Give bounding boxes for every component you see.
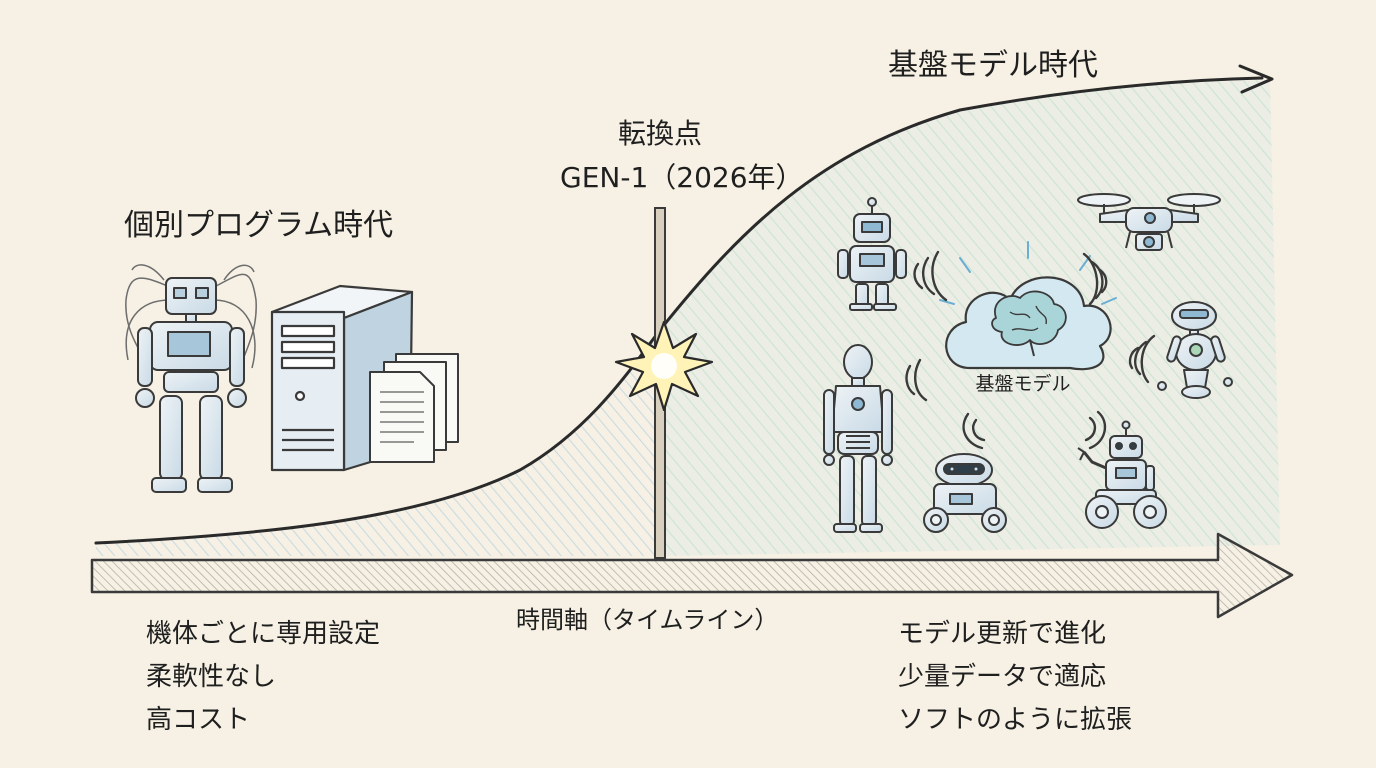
right-note: 少量データで適応 [898, 662, 1107, 692]
era-right-title: 基盤モデル時代 [888, 48, 1098, 83]
growth-area-left [96, 330, 660, 556]
drone-icon [1077, 193, 1221, 251]
small-robot-icon [837, 197, 907, 311]
hub-label: 基盤モデル [975, 373, 1071, 395]
right-note: ソフトのように拡張 [898, 705, 1133, 735]
left-notes: 機体ごとに専用設定 柔軟性なし 高コスト [146, 613, 380, 742]
rover-robot-icon [923, 453, 1007, 533]
orb-robot-icon [1157, 301, 1233, 399]
timeline-arrow [90, 532, 1294, 619]
era-left-title: 個別プログラム時代 [124, 208, 394, 243]
turning-point-title: 転換点 [617, 117, 702, 150]
burst-icon [614, 320, 714, 412]
wheeled-arm-robot-icon [1077, 420, 1167, 529]
right-notes: モデル更新で進化 少量データで適応 ソフトのように拡張 [898, 613, 1132, 742]
wired-robot-icon [125, 264, 257, 493]
timeline-label: 時間軸（タイムライン） [516, 606, 779, 634]
turning-point-date: GEN-1（2026年） [560, 161, 804, 194]
turning-point-label: 転換点 GEN-1（2026年） [560, 112, 804, 200]
documents-icon [369, 353, 459, 463]
left-note: 柔軟性なし [146, 662, 277, 692]
left-note: 高コスト [146, 705, 251, 735]
brain-cloud-icon [939, 241, 1117, 371]
left-note: 機体ごとに専用設定 [146, 619, 381, 649]
signal-waves-icon [905, 250, 1156, 450]
humanoid-robot-icon [823, 344, 893, 533]
right-note: モデル更新で進化 [898, 619, 1107, 649]
